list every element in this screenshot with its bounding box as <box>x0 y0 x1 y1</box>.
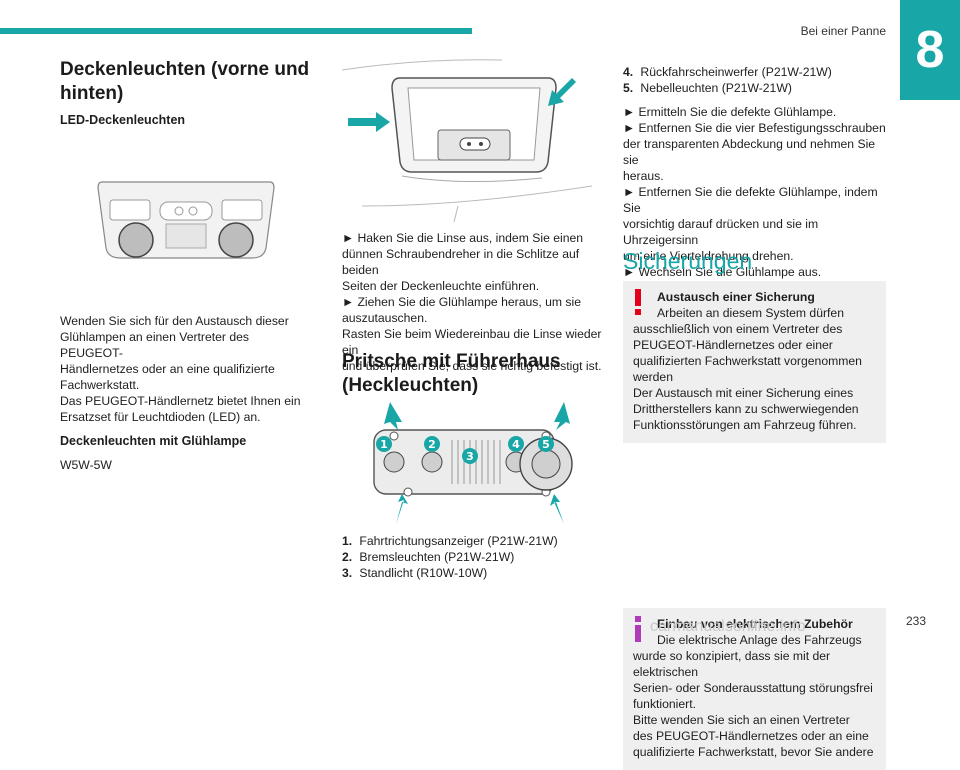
text-line: Der Austausch mit einer Sicherung eines <box>633 386 854 400</box>
heading-rear-lights: Pritsche mit Führerhaus (Heckleuchten) <box>342 351 561 396</box>
list-item: 3. Standlicht (R10W-10W) <box>342 566 488 580</box>
warning-icon <box>633 289 643 319</box>
text-line: auszutauschen. <box>342 311 428 325</box>
text-line: und überprüfen Sie, dass sie richtig bef… <box>342 359 602 373</box>
text-line: funktioniert. <box>633 697 697 711</box>
list-item: 4. Rückfahrscheinwerfer (P21W-21W) <box>623 65 832 79</box>
heading-interior-lights: Deckenleuchten (vorne und hinten) <box>60 59 310 104</box>
warning-title: Austausch einer Sicherung <box>657 290 815 304</box>
header-accent-bar <box>0 28 472 34</box>
text-line: ► Wechseln Sie die Glühlampe aus. <box>623 265 822 279</box>
text-line: heraus. <box>623 169 664 183</box>
marker-3: 3 <box>466 450 474 463</box>
text-line: Ersatzset für Leuchtdioden (LED) an. <box>60 410 261 424</box>
text-line: Das PEUGEOT-Händlernetz bietet Ihnen ein <box>60 394 301 408</box>
text-line: ► Ermitteln Sie die defekte Glühlampe. <box>623 105 837 119</box>
chapter-badge: 8 <box>900 0 960 100</box>
column-1: Deckenleuchten (vorne und hinten) LED-De… <box>60 58 310 128</box>
text-line: wurde so konzipiert, dass sie mit der el… <box>633 649 831 679</box>
text-line: Rasten Sie beim Wiedereinbau die Linse w… <box>342 327 602 357</box>
column-1-body: Wenden Sie sich für den Austausch dieser… <box>60 313 310 473</box>
text-line: Drittherstellers kann zu schwerwiegenden <box>633 402 859 416</box>
list-item: 2. Bremsleuchten (P21W-21W) <box>342 550 515 564</box>
text-line: qualifizierte Fachwerkstatt, bevor Sie a… <box>633 745 874 759</box>
subheading-led: LED-Deckenleuchten <box>60 113 186 127</box>
ceiling-light-illustration <box>342 59 592 223</box>
numbered-list-1: 1. Fahrtrichtungsanzeiger (P21W-21W) 2. … <box>342 533 604 581</box>
text-line: ► Entfernen Sie die vier Befestigungssch… <box>623 121 886 135</box>
rear-light-illustration: 1 2 3 4 5 <box>373 402 573 524</box>
text-line: Funktionsstörungen am Fahrzeug führen. <box>633 418 857 432</box>
text-line: um eine Vierteldrehung drehen. <box>623 249 794 263</box>
text-line: Glühlampen an einen Vertreter des PEUGEO… <box>60 330 250 360</box>
section-title: Bei einer Panne <box>800 24 886 38</box>
numbered-list-2: 4. Rückfahrscheinwerfer (P21W-21W) 5. Ne… <box>623 64 888 280</box>
text-line: vorsichtig darauf drücken und sie im Uhr… <box>623 217 819 247</box>
text-line: Arbeiten an diesem System dürfen <box>657 306 844 320</box>
text-line: werden <box>633 370 673 384</box>
text-line: der transparenten Abdeckung und nehmen S… <box>623 137 876 167</box>
info-icon <box>633 616 643 646</box>
text-line: dünnen Schraubendreher in die Schlitze a… <box>342 247 580 277</box>
page-number: 233 <box>905 614 926 628</box>
watermark: carmanualsonline.info <box>650 618 806 635</box>
marker-4: 4 <box>512 438 520 451</box>
text-line: PEUGEOT-Händlernetzes oder einer <box>633 338 833 352</box>
text-line: Wenden Sie sich für den Austausch dieser <box>60 314 289 328</box>
subheading-bulb: Deckenleuchten mit Glühlampe <box>60 434 247 448</box>
list-item: 5. Nebelleuchten (P21W-21W) <box>623 81 792 95</box>
text-line: ► Ziehen Sie die Glühlampe heraus, um si… <box>342 295 582 309</box>
text-line: Serien- oder Sonderausstattung störungsf… <box>633 681 873 695</box>
led-interior-light-illustration <box>97 181 275 259</box>
column-2-body: ► Haken Sie die Linse aus, indem Sie ein… <box>342 230 604 374</box>
text-line: ausschließlich von einem Vertreter des <box>633 322 843 336</box>
info-title: Einbau von elektrischem Zubehör <box>657 617 853 631</box>
marker-2: 2 <box>428 438 436 451</box>
text-line: des PEUGEOT-Händlernetzes oder an eine <box>633 729 869 743</box>
text-line: ► Entfernen Sie die defekte Glühlampe, i… <box>623 185 878 215</box>
marker-1: 1 <box>380 438 388 451</box>
bulb-type: W5W-5W <box>60 458 112 472</box>
text-line: Bitte wenden Sie sich an einen Vertreter <box>633 713 850 727</box>
text-line: Fachwerkstatt. <box>60 378 140 392</box>
marker-5: 5 <box>542 438 550 451</box>
text-line: qualifizierten Fachwerkstatt vorgenommen <box>633 354 862 368</box>
heading-fuses: Sicherungen <box>623 248 753 274</box>
list-item: 1. Fahrtrichtungsanzeiger (P21W-21W) <box>342 534 558 548</box>
text-line: Händlernetzes oder an eine qualifizierte <box>60 362 275 376</box>
warning-callout: Austausch einer Sicherung Arbeiten an di… <box>623 281 886 443</box>
text-line: Seiten der Deckenleuchte einführen. <box>342 279 540 293</box>
text-line: ► Haken Sie die Linse aus, indem Sie ein… <box>342 231 584 245</box>
